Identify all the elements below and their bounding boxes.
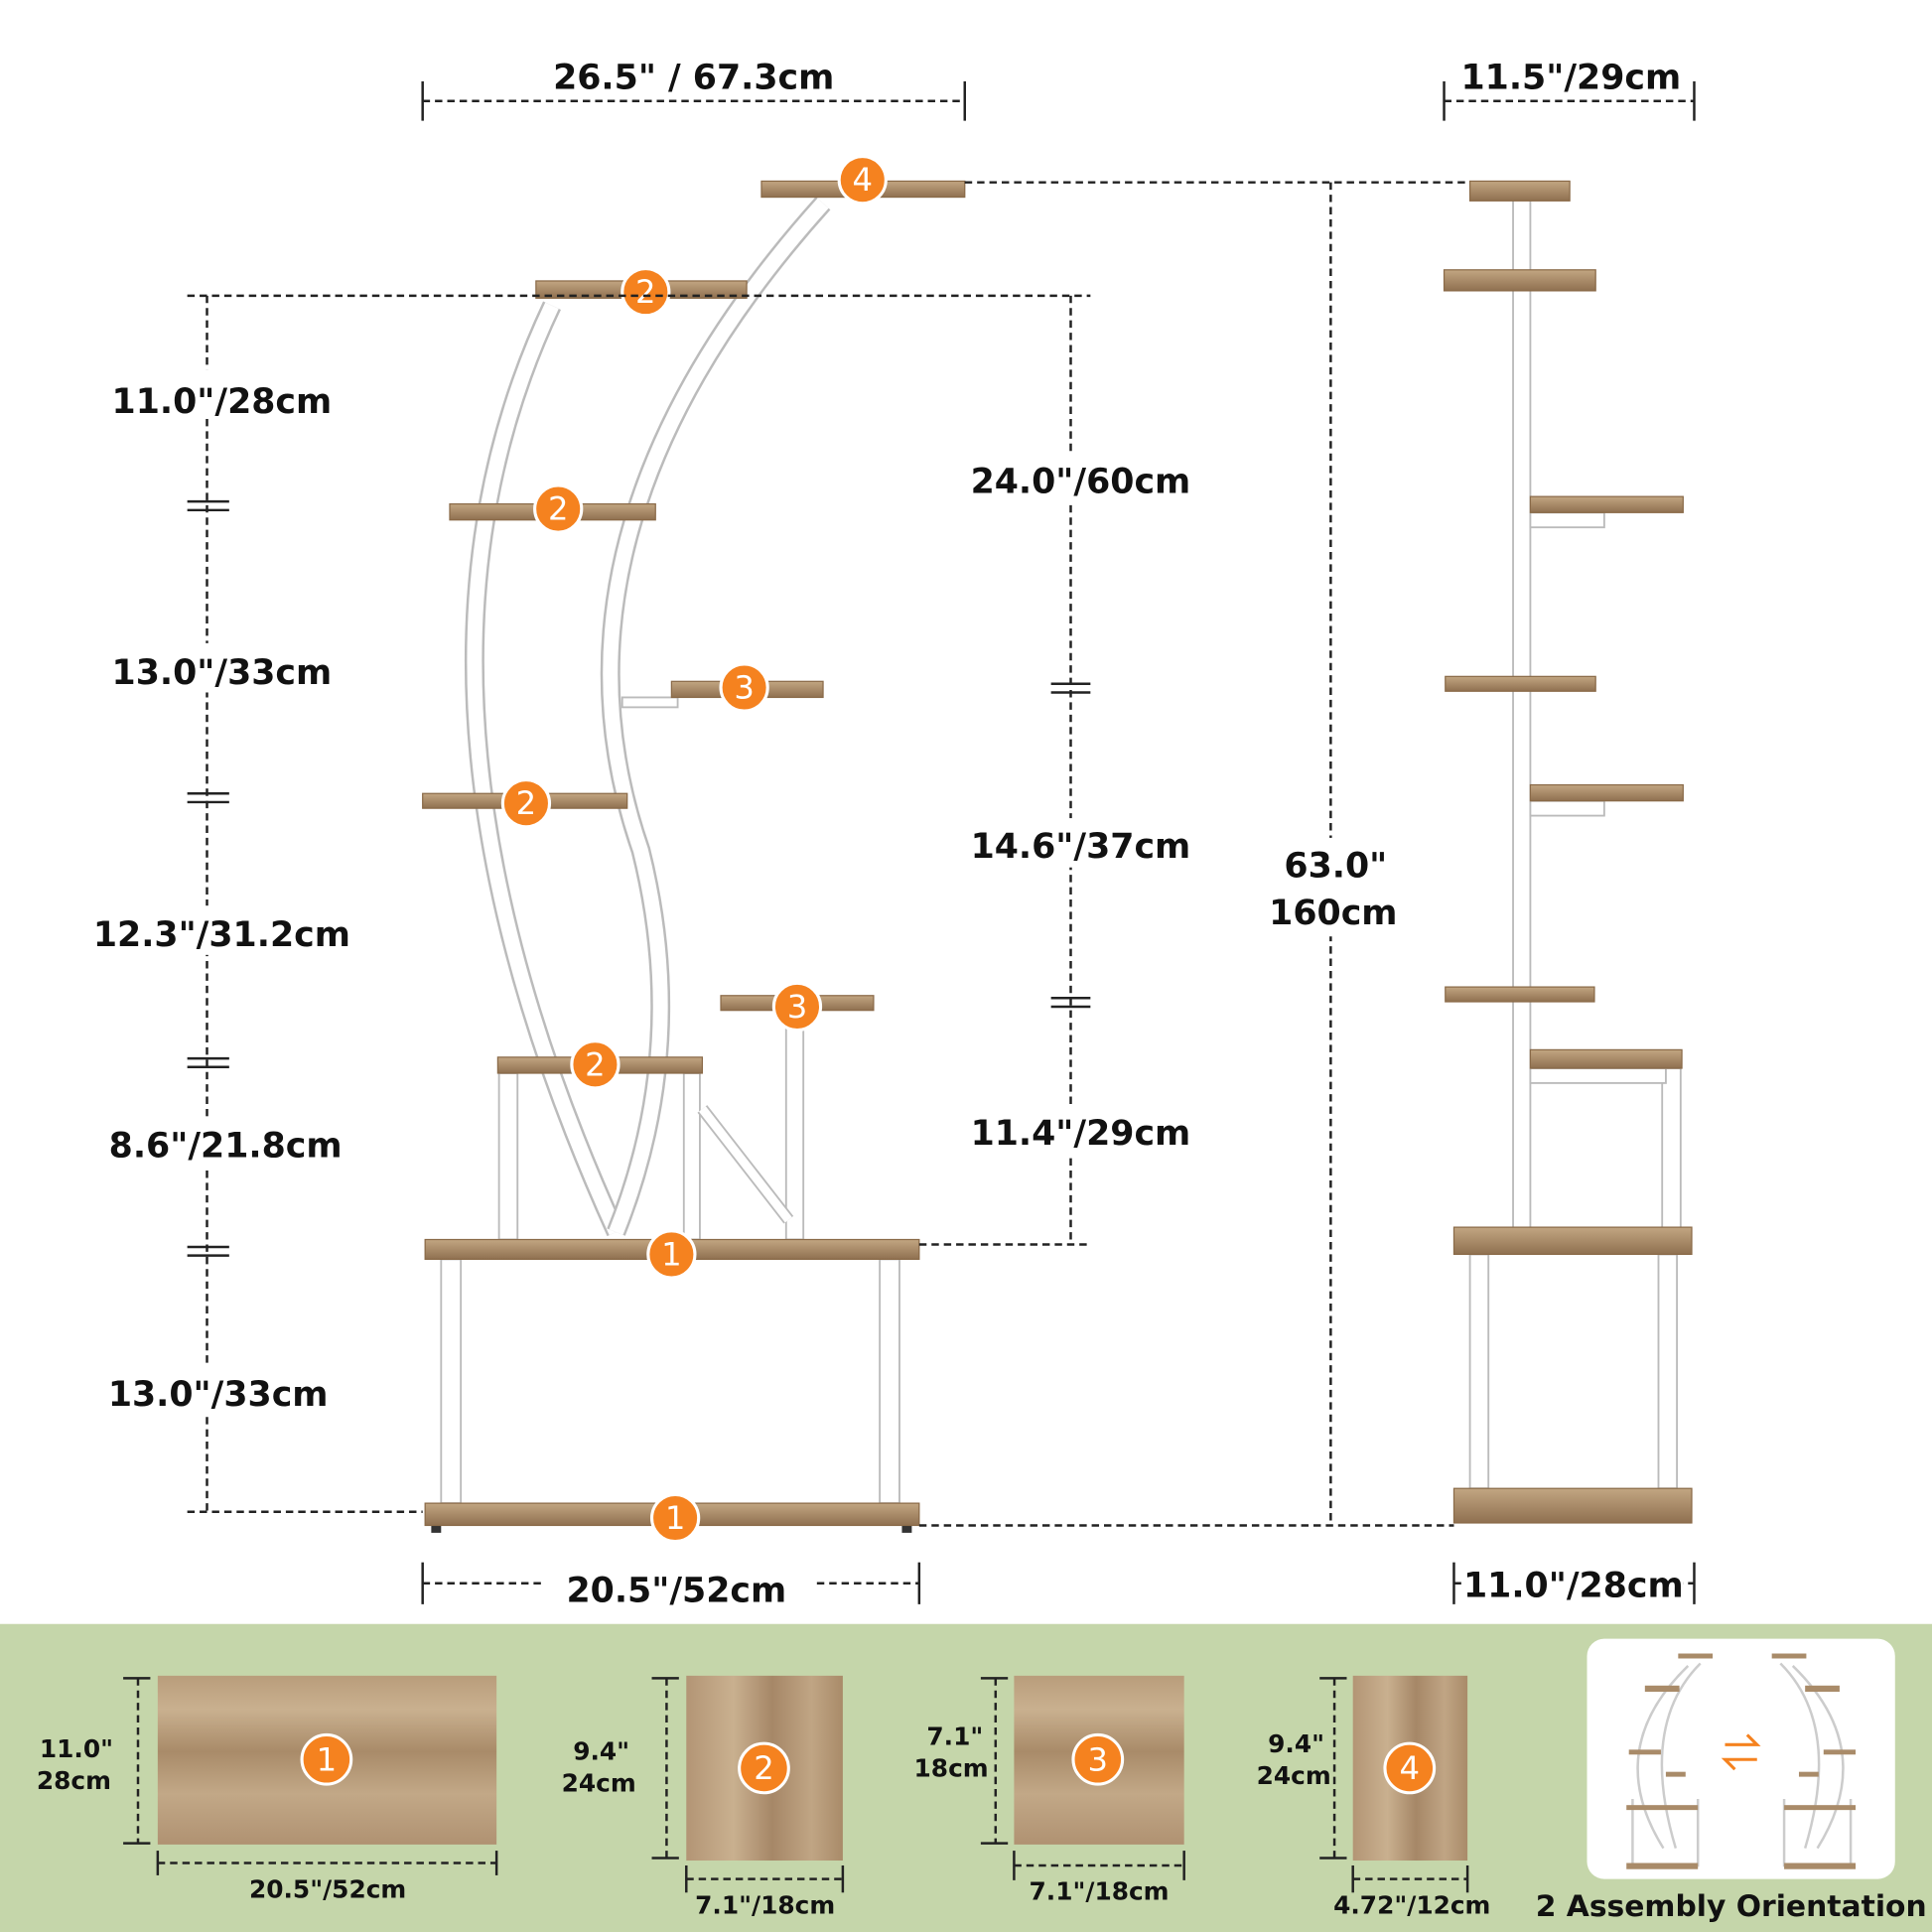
svg-text:3: 3 (787, 988, 808, 1026)
left-spacing-dimensions: 11.0"/28cm 13.0"/33cm 12.3"/31.2cm 8.6"/… (93, 294, 1091, 1514)
svg-text:7.1"/18cm: 7.1"/18cm (1030, 1877, 1170, 1906)
shelf-badge: 2 (621, 267, 671, 318)
svg-text:18cm: 18cm (914, 1754, 989, 1783)
svg-text:11.0"/28cm: 11.0"/28cm (1463, 1566, 1684, 1605)
shelf-badge: 1 (646, 1229, 697, 1280)
shelf-badge: 2 (533, 483, 584, 534)
svg-text:2: 2 (516, 784, 537, 822)
svg-text:9.4": 9.4" (1268, 1729, 1324, 1758)
shelf-badge: 2 (570, 1039, 621, 1090)
svg-text:2: 2 (548, 490, 569, 528)
front-width-label: 26.5" / 67.3cm (553, 58, 834, 97)
assembly-label: 2 Assembly Orientation (1536, 1889, 1927, 1924)
svg-text:24.0"/60cm: 24.0"/60cm (971, 462, 1191, 501)
shelf-badge: 1 (649, 1492, 701, 1544)
shelf-badge: 4 (837, 155, 888, 206)
front-frame (431, 197, 912, 1533)
svg-text:14.6"/37cm: 14.6"/37cm (971, 827, 1191, 867)
board-3: 7.1" 18cm 7.1"/18cm 3 (914, 1675, 1185, 1906)
svg-text:13.0"/33cm: 13.0"/33cm (108, 1375, 329, 1415)
svg-text:11.0"/28cm: 11.0"/28cm (112, 382, 333, 422)
shelf-badge: 3 (719, 662, 769, 713)
svg-text:24cm: 24cm (562, 1769, 636, 1798)
svg-text:3: 3 (734, 669, 755, 707)
side-view (1443, 180, 1693, 1524)
front-width-dimension: 26.5" / 67.3cm (421, 58, 966, 121)
side-bottom-dimension: 11.0"/28cm (1452, 1560, 1696, 1605)
svg-text:2: 2 (635, 273, 656, 311)
board-2: 9.4" 24cm 7.1"/18cm 2 (562, 1675, 845, 1919)
assembly-orientation-card: 2 Assembly Orientation (1536, 1638, 1927, 1924)
svg-text:7.1"/18cm: 7.1"/18cm (695, 1890, 835, 1919)
svg-text:11.4"/29cm: 11.4"/29cm (971, 1114, 1191, 1154)
svg-text:12.3"/31.2cm: 12.3"/31.2cm (93, 915, 350, 955)
board-1: 11.0" 28cm 20.5"/52cm 1 (37, 1675, 498, 1903)
svg-text:63.0": 63.0" (1284, 847, 1387, 887)
svg-text:4.72"/12cm: 4.72"/12cm (1333, 1890, 1490, 1919)
svg-text:11.0": 11.0" (40, 1734, 113, 1763)
svg-text:160cm: 160cm (1269, 894, 1397, 933)
svg-text:3: 3 (1088, 1740, 1109, 1778)
svg-text:9.4": 9.4" (573, 1736, 629, 1765)
shelf-badges: 4 2 2 3 2 3 2 1 1 (500, 155, 888, 1544)
total-height-dimension: 63.0" 160cm (918, 181, 1566, 1527)
svg-text:4: 4 (852, 161, 873, 199)
svg-text:1: 1 (665, 1499, 686, 1537)
svg-text:8.6"/21.8cm: 8.6"/21.8cm (109, 1126, 343, 1166)
svg-text:13.0"/33cm: 13.0"/33cm (112, 653, 333, 693)
bottom-width-dimension: 20.5"/52cm (421, 1562, 921, 1610)
side-depth-label: 11.5"/29cm (1461, 58, 1682, 97)
board-4: 9.4" 24cm 4.72"/12cm 4 (1257, 1675, 1490, 1919)
svg-text:1: 1 (661, 1235, 682, 1273)
swap-arrows-icon (1721, 1733, 1761, 1771)
side-depth-dimension: 11.5"/29cm (1443, 58, 1696, 121)
svg-text:7.1": 7.1" (926, 1722, 983, 1750)
svg-text:2: 2 (754, 1749, 774, 1787)
svg-text:20.5"/52cm: 20.5"/52cm (249, 1874, 406, 1903)
right-spacing-dimensions: 24.0"/60cm 14.6"/37cm 11.4"/29cm (918, 295, 1191, 1246)
shelf-badge: 3 (771, 981, 823, 1033)
svg-text:1: 1 (317, 1740, 338, 1778)
svg-text:28cm: 28cm (37, 1766, 111, 1795)
svg-text:24cm: 24cm (1257, 1761, 1331, 1790)
svg-text:2: 2 (585, 1045, 606, 1083)
svg-text:20.5"/52cm: 20.5"/52cm (566, 1571, 786, 1610)
svg-text:4: 4 (1400, 1749, 1421, 1787)
shelf-badge: 2 (500, 778, 552, 829)
